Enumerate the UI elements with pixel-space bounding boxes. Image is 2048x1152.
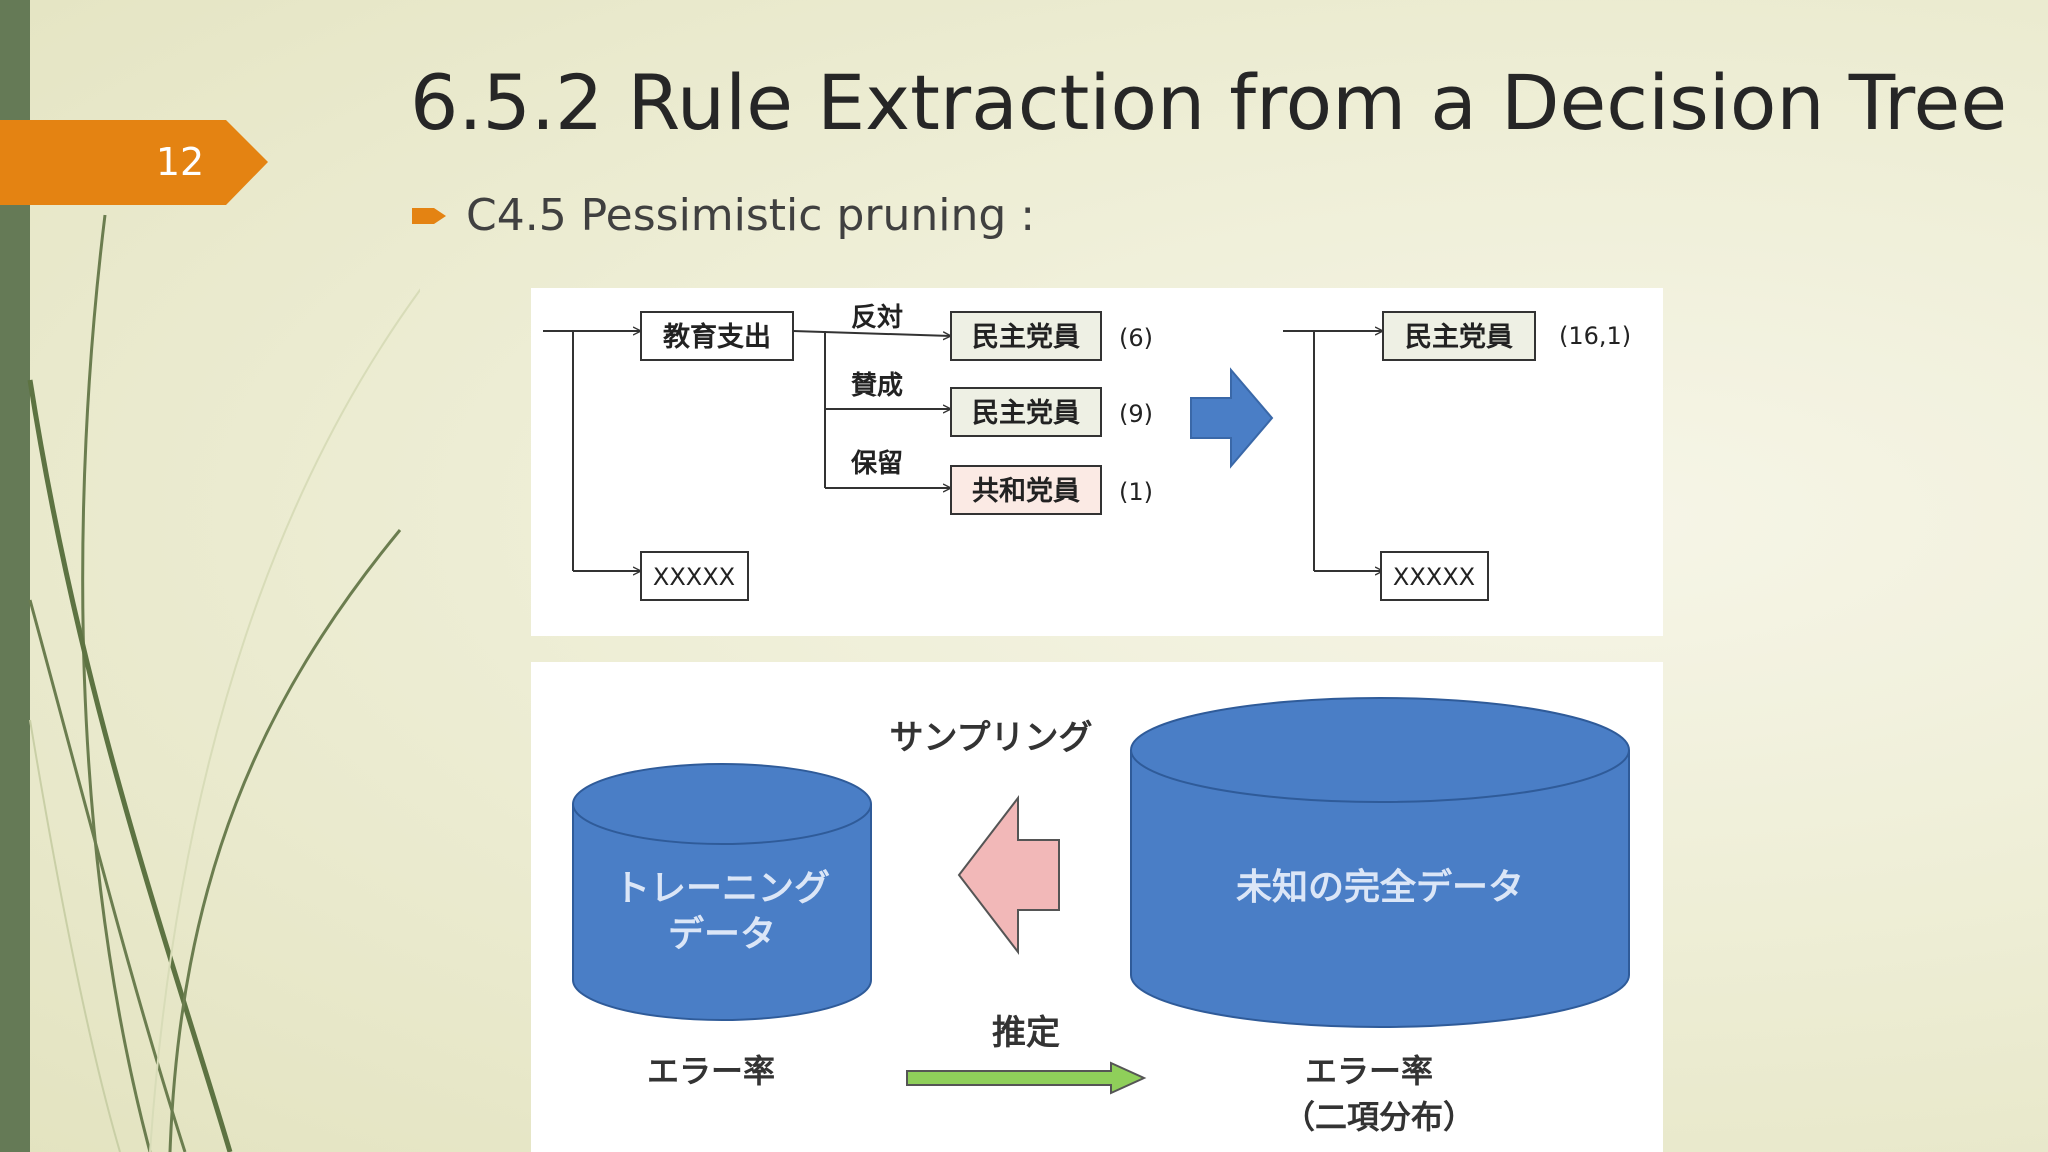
branch-label-2: 賛成	[851, 371, 903, 401]
error-rate-right: エラー率	[1305, 1052, 1433, 1090]
leaf-1-count: (6)	[1119, 324, 1153, 352]
after-node-label: 民主党員	[1405, 322, 1513, 353]
training-label-1: トレーニング	[614, 868, 830, 909]
decorative-curves	[27, 214, 420, 1152]
error-rate-left: エラー率	[647, 1052, 775, 1090]
leaf-3-count: (1)	[1119, 478, 1153, 506]
pruning-diagram: 教育支出 反対 賛成 保留 民主党員 (6) 民主党員 (9) 共和党員 (1)…	[531, 288, 1663, 636]
tree-node-other-before: XXXXX	[640, 551, 749, 601]
tree-node-root: 教育支出	[640, 311, 794, 361]
unknown-data-label: 未知の完全データ	[1236, 866, 1524, 908]
bullet-item: C4.5 Pessimistic pruning :	[412, 190, 1035, 241]
slide-number: 12	[155, 140, 205, 184]
transform-arrow-icon	[1190, 367, 1274, 469]
tree-leaf-1: 民主党員	[950, 311, 1102, 361]
sampling-arrow-icon	[957, 795, 1060, 955]
error-estimation-diagram: サンプリング トレーニング データ 未知の完全データ 推定 エラー率 エラー率 …	[531, 662, 1663, 1152]
leaf-2-count: (9)	[1119, 400, 1153, 428]
tree-leaf-3: 共和党員	[950, 465, 1102, 515]
error-rate-distribution: （二項分布）	[1283, 1098, 1475, 1136]
arrow-bullet-icon	[412, 207, 446, 224]
leaf-2-label: 民主党員	[972, 398, 1080, 429]
tree-after-lines	[1283, 331, 1383, 571]
sampling-label: サンプリング	[890, 718, 1093, 758]
tree-after-node: 民主党員	[1382, 311, 1536, 361]
estimate-label: 推定	[992, 1013, 1060, 1053]
tree-node-other-after: XXXXX	[1380, 551, 1489, 601]
tree-before-lines	[543, 331, 951, 571]
slide-title: 6.5.2 Rule Extraction from a Decision Tr…	[410, 58, 2008, 147]
estimate-arrow-icon	[906, 1061, 1147, 1095]
bullet-text: C4.5 Pessimistic pruning :	[466, 190, 1036, 241]
after-node-count: (16,1)	[1559, 322, 1631, 350]
leaf-1-label: 民主党員	[972, 322, 1080, 353]
branch-label-3: 保留	[850, 449, 903, 479]
leaf-3-label: 共和党員	[972, 476, 1080, 507]
other-after-label: XXXXX	[1393, 563, 1475, 591]
branch-label-1: 反対	[851, 303, 903, 333]
root-label: 教育支出	[663, 321, 771, 353]
training-label-2: データ	[668, 913, 776, 955]
unknown-data-cylinder: 未知の完全データ	[1130, 697, 1630, 1028]
other-before-label: XXXXX	[653, 563, 735, 591]
training-data-cylinder: トレーニング データ	[572, 763, 872, 1021]
slide-number-tab	[0, 120, 268, 205]
tree-leaf-2: 民主党員	[950, 387, 1102, 437]
